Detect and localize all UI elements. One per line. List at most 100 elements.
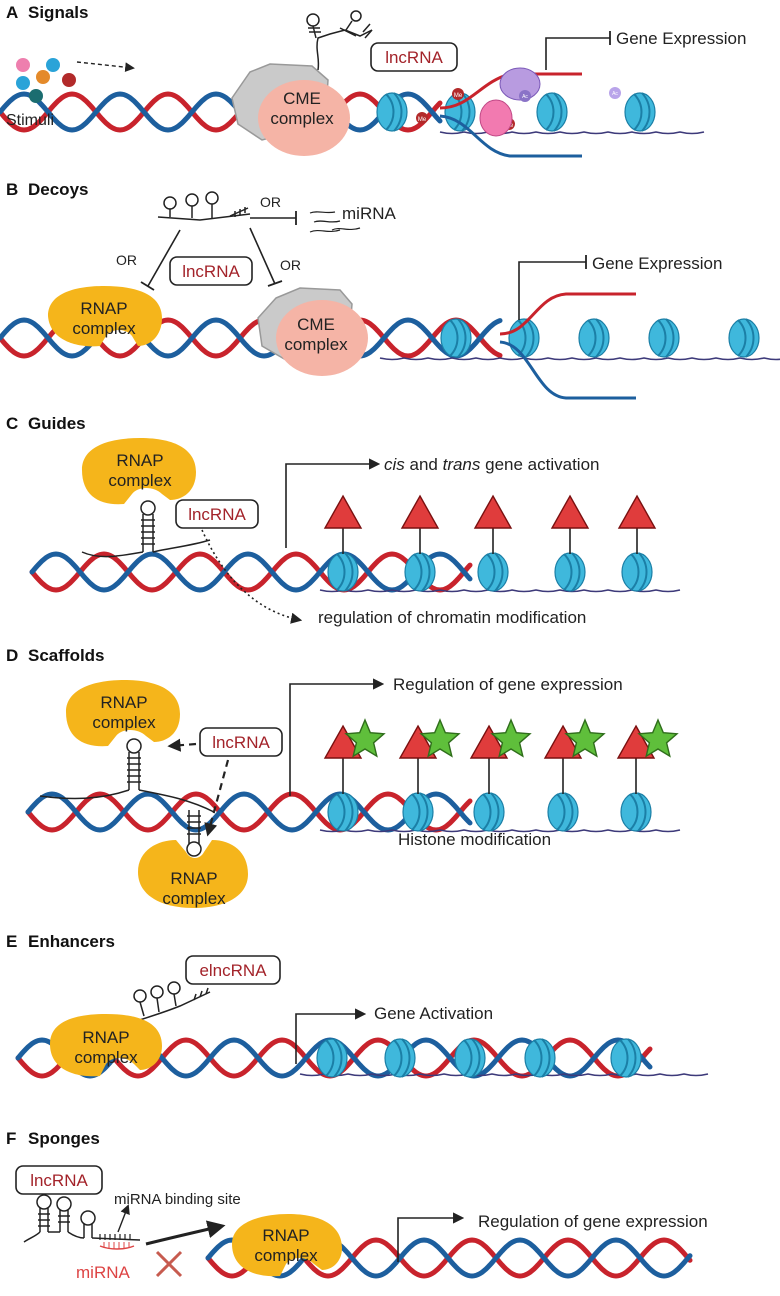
nucleosome-wrap [627,1038,637,1078]
panel-b: B Decoys OR miRNA OR OR lncRNA RNAP [6,180,722,400]
rnap-complex [82,438,196,505]
stimuli-arrow [76,61,135,73]
decoy-inhibit-cme [249,227,276,285]
nucleosome [473,792,505,832]
mirna-strands [309,211,361,233]
panel-letter: B [6,180,18,199]
triangle-mark [473,494,513,529]
nucleosome [578,318,610,358]
lncrna-box [15,1165,103,1195]
nucleosome [536,92,568,132]
histone-mark-triangle [323,724,363,794]
lncrna-hairpin [39,738,215,813]
histone-mark-triangle [398,724,438,794]
nucleosome-wrap [449,319,459,357]
dna-strand-red [29,551,473,593]
nucleosome-wrap [556,793,566,831]
nucleosome-wrap [421,552,431,592]
nucleosome [554,552,586,592]
star-mark [564,718,606,758]
nucleosome [376,92,408,132]
stimulus-dot [36,70,50,84]
triangle-mark [400,494,440,529]
triangle-mark [543,724,583,759]
chromatin-fiber [299,1073,709,1077]
histone-label: Histone modification [398,830,551,849]
rnap-label: RNAP [170,869,217,888]
nucleosome-wrap [333,1038,343,1078]
mirna-strand [99,1245,135,1250]
cme-label: CME [297,315,335,334]
nucleosome-wrap [737,319,747,357]
chromatin-remodeler [479,67,541,137]
nucleosome-wrap [411,793,421,831]
panel-e: E Enhancers elncRNA RNAP complex Gene Ac… [6,932,493,1077]
rnap-complex [50,1014,162,1077]
nucleosome [327,792,359,832]
nucleosome [404,552,436,592]
mirna-label: miRNA [342,204,396,223]
panel-a: A Signals Stimuli CME complex [6,3,746,158]
me-mark-label: Me [454,93,463,99]
panel-f: F Sponges lncRNA miRNA binding site miR [6,1129,708,1282]
dna-strand-blue [0,91,443,133]
dna-double-helix [29,551,473,593]
dna-double-helix [0,91,443,133]
lncrna-structure [306,10,373,71]
dna-strand-red [25,791,473,833]
panel-title: Guides [28,414,86,433]
stimulus-dot [16,76,30,90]
nucleosome-wrap [571,552,581,592]
expression-inhibit-line [518,261,586,320]
dna-strand-red [0,91,443,133]
nucleosome-wrap [641,92,651,132]
nucleosome [648,318,680,358]
nucleosome-wrap [393,1039,403,1077]
ac-mark-label: Ac [612,91,618,97]
rnap-label: complex [74,1048,138,1067]
star-mark [490,718,532,758]
decoy-inhibit-rnap [147,229,181,287]
lncrna-box [199,727,283,757]
star-mark [419,718,461,758]
or-label: OR [116,252,137,268]
ac-mark-label: Ac [522,94,528,100]
nucleosome-wrap [564,792,574,832]
cme-label: complex [270,109,334,128]
rnap-label: complex [108,471,172,490]
lncrna-structure [23,1194,141,1243]
nucleosome-wrap [344,552,354,592]
histone-mark-triangle [550,494,590,554]
scaffold-arrow [204,759,230,837]
rnap-complex [138,840,248,908]
nucleosome-wrap [463,1039,473,1077]
expression-inhibit-line [545,37,610,70]
dna-strand-blue [0,317,503,359]
nucleosome-wrap [490,792,500,832]
nucleosome-wrap [657,319,667,357]
histone-mark-triangle [469,724,509,794]
star-mark [344,718,386,758]
lncrna-box [175,499,259,529]
nucleosome [610,1038,642,1078]
nucleosome-wrap [461,92,471,132]
nucleosome-wrap [393,92,403,132]
nucleosome [524,1038,556,1078]
triangle-mark [616,724,656,759]
panel-title: Enhancers [28,932,115,951]
nucleosome-wrap [533,1039,543,1077]
nucleosome [327,552,359,592]
chromatin-fiber [439,131,705,135]
stimulus-dot [62,73,76,87]
or-label: OR [280,257,301,273]
dna-double-helix [25,791,473,833]
lncrna-label: lncRNA [182,262,240,281]
lncrna-label: lncRNA [385,48,443,67]
or-label: OR [260,194,281,210]
nucleosome [402,792,434,832]
nucleosome [624,92,656,132]
nucleosome-wrap [494,552,504,592]
expression-label: Gene Expression [616,29,746,48]
nucleosome-wrap [471,1038,481,1078]
